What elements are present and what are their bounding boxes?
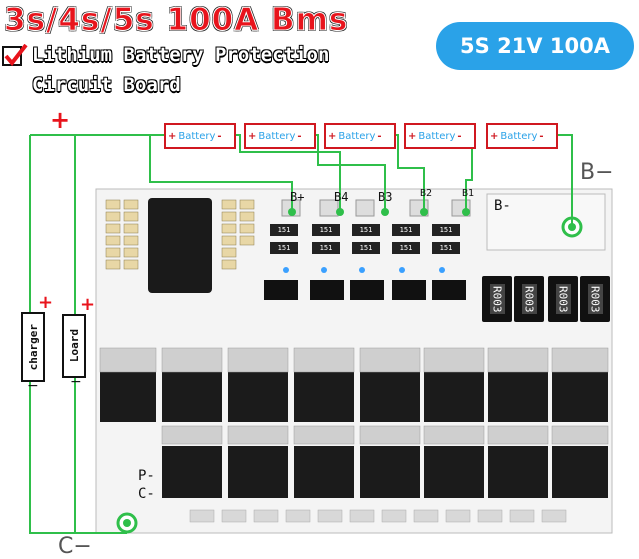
pin-b3: B3 bbox=[378, 190, 393, 204]
battery-cell-2: +Battery- bbox=[244, 123, 316, 149]
pin-b4: B4 bbox=[334, 190, 349, 204]
bms-ic-chip bbox=[148, 198, 212, 293]
load-plus-label: + bbox=[80, 294, 96, 315]
subtitle-line-2: Circuit Board bbox=[32, 74, 181, 96]
charger-minus-label: − bbox=[27, 378, 39, 394]
smd-cap: 151 bbox=[352, 242, 380, 254]
smd-cap: 151 bbox=[312, 242, 340, 254]
charger-plus-label: + bbox=[38, 292, 54, 313]
spec-badge: 5S 21V 100A bbox=[436, 22, 634, 70]
shunt-resistor: R003 bbox=[514, 276, 544, 322]
smd-cap: 151 bbox=[270, 224, 298, 236]
c-minus-silk: C- bbox=[138, 486, 155, 502]
battery-cell-5: +Battery- bbox=[486, 123, 558, 149]
charger-box: charger bbox=[21, 312, 45, 382]
shunt-resistor: R003 bbox=[482, 276, 512, 322]
smd-cap: 151 bbox=[312, 224, 340, 236]
smd-cap: 151 bbox=[432, 224, 460, 236]
shunt-resistor: R003 bbox=[580, 276, 610, 322]
c-minus-label: C− bbox=[58, 534, 92, 559]
pin-b1: B1 bbox=[462, 188, 475, 199]
p-minus-silk: P- bbox=[138, 468, 155, 484]
smd-cap: 151 bbox=[270, 242, 298, 254]
smd-cap: 151 bbox=[432, 242, 460, 254]
b-minus-silk: B- bbox=[494, 198, 511, 214]
battery-cell-4: +Battery- bbox=[404, 123, 476, 149]
shunt-resistor: R003 bbox=[548, 276, 578, 322]
battery-cell-3: +Battery- bbox=[324, 123, 396, 149]
smd-cap: 151 bbox=[392, 242, 420, 254]
battery-cell-1: +Battery- bbox=[164, 123, 236, 149]
page-title: 3s/4s/5s 100A Bms bbox=[3, 2, 349, 39]
pin-b2: B2 bbox=[420, 188, 433, 199]
plus-top-label: + bbox=[50, 106, 71, 134]
load-box: Loard bbox=[62, 314, 86, 378]
subtitle-line-1: Lithium Battery Protection bbox=[32, 44, 330, 66]
smd-cap: 151 bbox=[352, 224, 380, 236]
load-minus-label: − bbox=[70, 374, 82, 390]
checkmark-icon bbox=[2, 44, 28, 67]
smd-cap: 151 bbox=[392, 224, 420, 236]
b-minus-label: B− bbox=[580, 160, 614, 185]
pin-b-plus: B+ bbox=[290, 190, 305, 204]
